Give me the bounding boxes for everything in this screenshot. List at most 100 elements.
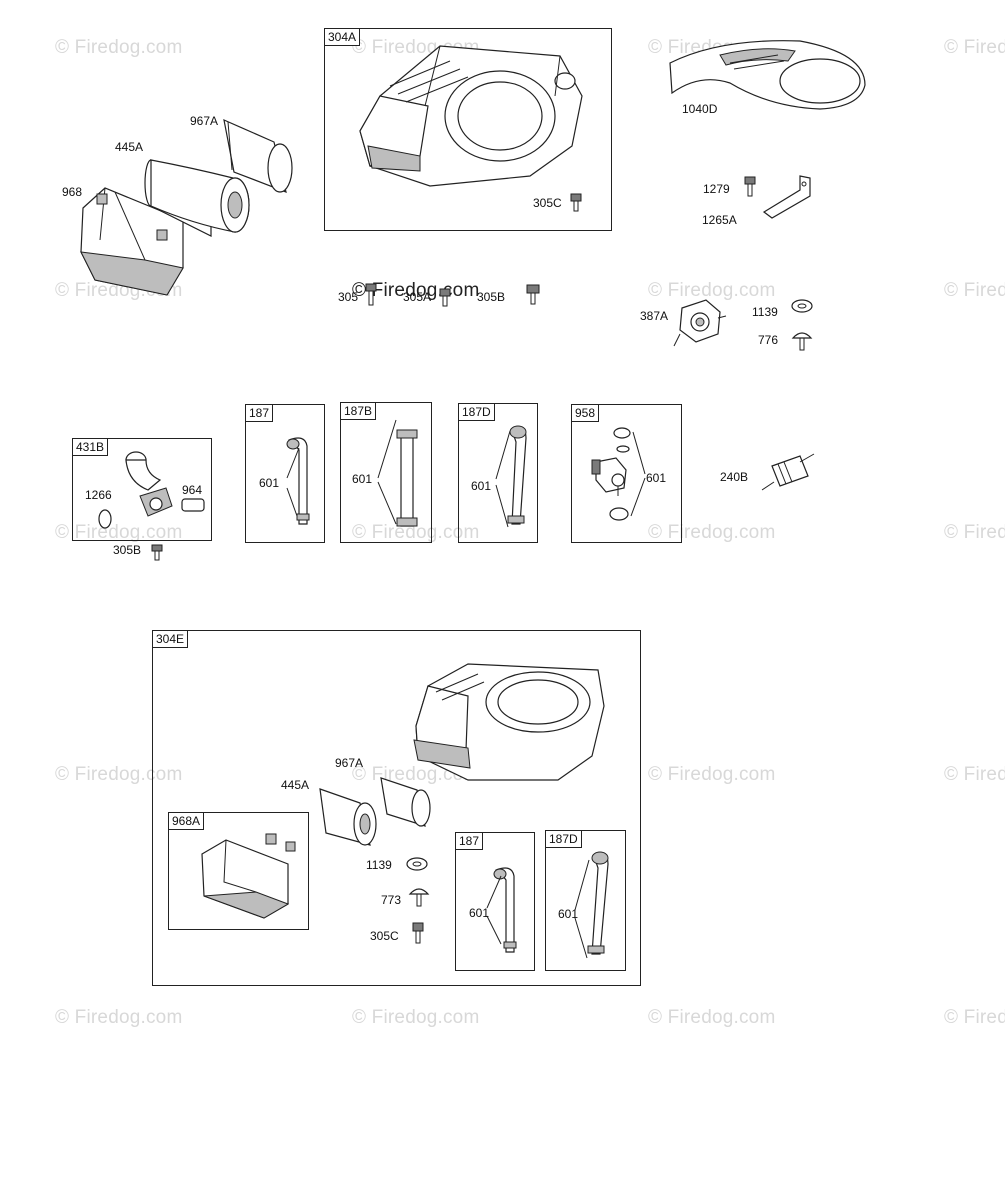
- screw-icon: [791, 328, 813, 354]
- watermark: © Firedog.com: [944, 1007, 1005, 1028]
- part-label: 305B: [113, 543, 142, 557]
- fuel-line-icon: [490, 862, 526, 958]
- screw-icon: [151, 544, 163, 562]
- part-label: 305B: [477, 290, 506, 304]
- assembly-box-187D: 187D: [458, 403, 538, 543]
- assembly-label: 304A: [324, 28, 361, 46]
- washer-icon: [616, 444, 630, 454]
- watermark: © Firedog.com: [55, 37, 183, 58]
- screw-icon: [569, 193, 583, 213]
- part-label: 601: [469, 906, 490, 920]
- part-label: 776: [758, 333, 779, 347]
- assembly-label: 187: [455, 832, 484, 850]
- screw-icon: [438, 288, 452, 308]
- part-label: 1040D: [682, 102, 718, 116]
- part-label: 601: [558, 907, 579, 921]
- watermark: © Firedog.com: [55, 764, 183, 785]
- washer-icon: [790, 298, 814, 314]
- callout-lines: [571, 404, 680, 541]
- filter-icon: [180, 497, 206, 513]
- part-label: 601: [646, 471, 667, 485]
- fuel-line-icon: [283, 432, 319, 530]
- assembly-box-958: 958: [571, 404, 682, 543]
- part-label: 1139: [752, 305, 778, 319]
- fuel-line-icon: [394, 426, 420, 532]
- part-label: 305A: [403, 290, 432, 304]
- watermark: © Firedog.com: [55, 522, 183, 543]
- fuel-filter-icon: [758, 450, 820, 494]
- air-filter-cartridge-icon: [216, 112, 296, 202]
- blower-housing-icon: [408, 656, 608, 786]
- watermark: © Firedog.com: [944, 280, 1005, 301]
- part-label: 387A: [640, 309, 669, 323]
- assembly-label: 304E: [152, 630, 189, 648]
- elbow-icon: [120, 446, 180, 526]
- part-label: 445A: [281, 778, 310, 792]
- fuel-shutoff-valve-icon: [590, 452, 636, 498]
- part-label: 305: [338, 290, 359, 304]
- watermark: © Firedog.com: [944, 37, 1005, 58]
- assembly-label: 958: [571, 404, 600, 422]
- part-label: 1279: [703, 182, 730, 196]
- part-label: 305C: [533, 196, 562, 210]
- watermark: © Firedog.com: [648, 764, 776, 785]
- part-label: 968: [62, 185, 83, 199]
- watermark: © Firedog.com: [648, 522, 776, 543]
- watermark: © Firedog.com: [944, 522, 1005, 543]
- callout-lines: [455, 832, 533, 969]
- assembly-label: 187D: [458, 403, 495, 421]
- part-label: 601: [352, 472, 373, 486]
- part-label: 1266: [85, 488, 112, 502]
- clamp-icon: [97, 508, 113, 530]
- assembly-box-431B: 431B: [72, 438, 212, 541]
- callout-lines: [545, 830, 624, 969]
- assembly-box-968A: 968A: [168, 812, 309, 930]
- watermark: © Firedog.com: [648, 280, 776, 301]
- pre-cleaner-icon: [196, 834, 300, 922]
- assembly-box-304E: 304E: [152, 630, 641, 986]
- watermark: © Firedog.com: [944, 764, 1005, 785]
- clamp-icon: [612, 426, 632, 440]
- part-label: 1265A: [702, 213, 737, 227]
- watermark: © Firedog.com: [352, 522, 480, 543]
- assembly-box-187D: 187D: [545, 830, 626, 971]
- watermark: © Firedog.com: [55, 1007, 183, 1028]
- screw-icon: [525, 284, 541, 306]
- screw-icon: [743, 176, 757, 198]
- washer-icon: [405, 856, 429, 872]
- fuel-line-icon: [582, 846, 618, 962]
- part-label: 773: [381, 893, 402, 907]
- screw-icon: [411, 922, 425, 946]
- assembly-label: 968A: [168, 812, 205, 830]
- blower-housing-icon: [350, 36, 590, 196]
- air-filter-cartridge-icon: [310, 783, 380, 851]
- part-label: 305C: [370, 929, 399, 943]
- part-label: 1139: [366, 858, 392, 872]
- watermark: © Firedog.com: [648, 1007, 776, 1028]
- bracket-icon: [760, 172, 820, 220]
- part-label: 240B: [720, 470, 749, 484]
- assembly-box-304A: 304A: [324, 28, 612, 231]
- assembly-label: 187: [245, 404, 274, 422]
- screw-icon: [408, 884, 430, 910]
- callout-lines: [340, 402, 430, 541]
- part-label: 445A: [115, 140, 144, 154]
- assembly-label: 187D: [545, 830, 582, 848]
- part-label: 601: [471, 479, 492, 493]
- part-label: 967A: [335, 756, 364, 770]
- clamp-icon: [608, 506, 630, 522]
- part-label: 967A: [190, 114, 219, 128]
- fuel-line-icon: [500, 420, 536, 532]
- part-label: 601: [259, 476, 280, 490]
- assembly-label: 431B: [72, 438, 109, 456]
- screw-icon: [364, 283, 378, 309]
- air-filter-cartridge-icon: [143, 140, 253, 240]
- watermark: © Firedog.com: [352, 1007, 480, 1028]
- air-filter-cartridge-icon: [373, 772, 433, 832]
- callout-lines: [245, 404, 323, 541]
- fuel-pump-icon: [670, 298, 728, 350]
- pre-cleaner-icon: [75, 180, 190, 305]
- part-label: 964: [182, 483, 203, 497]
- assembly-box-187: 187: [455, 832, 535, 971]
